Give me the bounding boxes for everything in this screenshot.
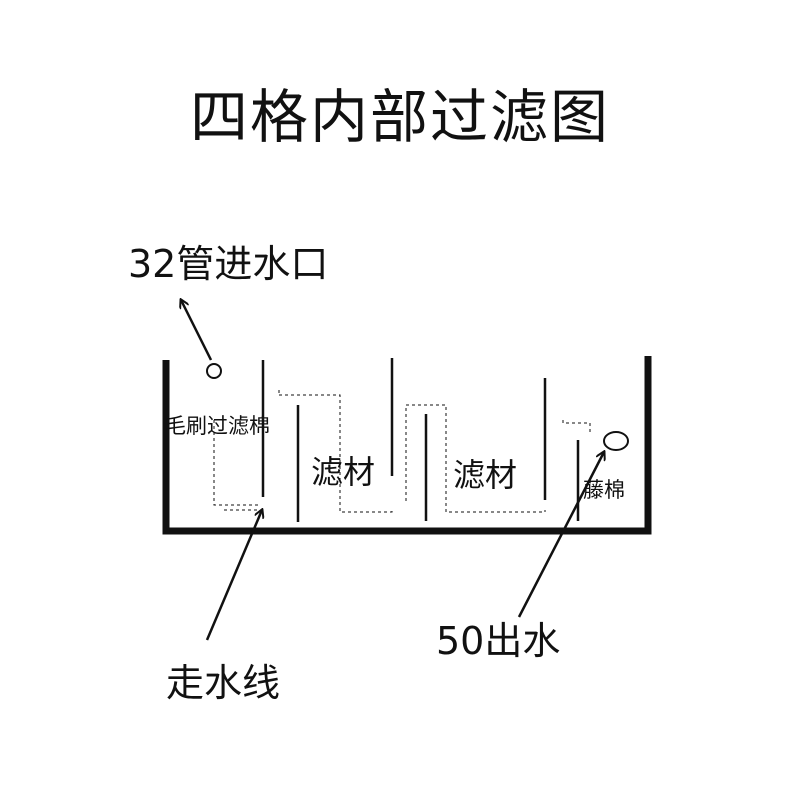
filter-media-label-2: 滤材 [453,456,518,494]
diagram-title: 四格内部过滤图 [189,83,610,151]
waterline-arrow [205,510,262,641]
media-basket-2 [405,404,546,513]
rattan-cotton-label: 藤棉 [583,478,625,502]
water-line-label: 走水线 [166,661,281,705]
outlet-pipe-icon [603,431,629,451]
outlet-label: 50出水 [436,619,561,663]
brush-basket [213,420,258,506]
rattan-basket [562,420,591,433]
inlet-label: 32管进水口 [128,242,329,286]
media-basket-1 [278,390,393,513]
brush-filter-label: 毛刷过滤棉 [165,414,270,438]
outlet-arrow [517,452,604,618]
tank-outline [162,356,652,535]
inlet-pipe-icon [206,363,222,379]
filter-media-label-1: 滤材 [311,453,376,491]
inlet-arrow [181,300,213,361]
filter-baskets [213,390,591,513]
